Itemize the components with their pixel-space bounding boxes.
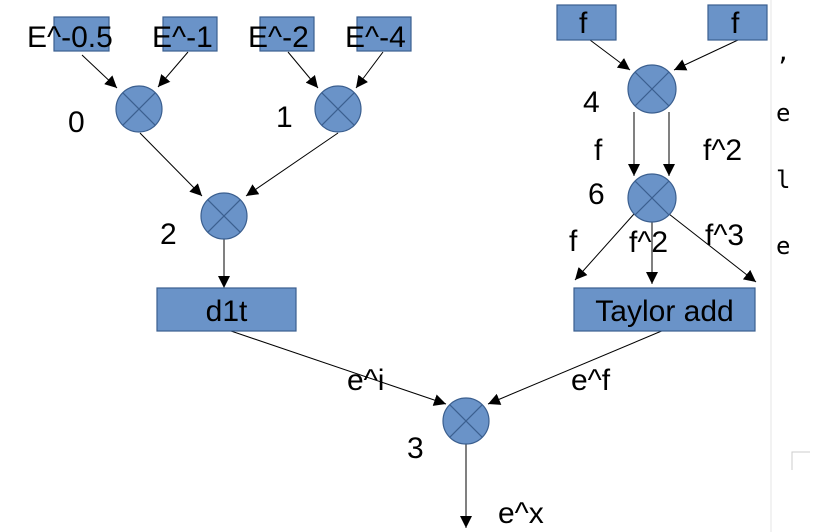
input-box-e05 bbox=[53, 16, 110, 52]
edge-label-f-out: f bbox=[569, 225, 578, 258]
input-e05: E^-0.5 bbox=[27, 16, 113, 54]
input-e4: E^-4 bbox=[345, 16, 412, 54]
node-label-3: 3 bbox=[407, 432, 424, 465]
edge-0-to-2 bbox=[139, 132, 203, 197]
side-text-0: , bbox=[776, 38, 790, 66]
box-taylor-add: Taylor add bbox=[573, 287, 756, 332]
side-text-3: e bbox=[776, 232, 790, 260]
side-text-1: e bbox=[776, 99, 790, 127]
box-d1t: d1t bbox=[156, 287, 297, 332]
input-f-left: f bbox=[556, 4, 617, 41]
node-label-2: 2 bbox=[160, 218, 177, 251]
edge-label-ef: e^f bbox=[571, 364, 611, 397]
edge-taylor-to-3 bbox=[487, 329, 665, 405]
taylor-add-label: Taylor add bbox=[595, 295, 733, 328]
node-4: 4 bbox=[583, 64, 677, 119]
edge-f-to-4-right bbox=[673, 39, 739, 71]
input-label-f-right: f bbox=[731, 7, 740, 40]
edge-label-f-to-6: f bbox=[594, 134, 603, 167]
input-box-e4 bbox=[356, 16, 412, 52]
node-3: 3 bbox=[407, 397, 490, 465]
edge-f-to-4 bbox=[589, 39, 631, 71]
node-6: 6 bbox=[588, 173, 677, 223]
multiply-icon bbox=[314, 85, 362, 133]
node-label-1: 1 bbox=[276, 101, 293, 134]
edge-label-f2-out: f^2 bbox=[629, 226, 668, 259]
input-box-e2 bbox=[259, 16, 315, 52]
input-label-e4: E^-4 bbox=[345, 21, 406, 54]
d1t-box bbox=[156, 287, 297, 332]
node-0: 0 bbox=[68, 85, 163, 139]
edge-e2-to-1 bbox=[287, 51, 319, 89]
corner-mark bbox=[791, 451, 810, 470]
edge-1-to-2 bbox=[245, 132, 339, 197]
input-label-e05: E^-0.5 bbox=[27, 21, 113, 54]
edge-label-f3-out: f^3 bbox=[705, 219, 744, 252]
multiply-icon bbox=[115, 85, 163, 133]
input-e2: E^-2 bbox=[248, 16, 315, 54]
node-label-4: 4 bbox=[583, 86, 600, 119]
side-text-2: l bbox=[776, 166, 790, 194]
input-box-e1 bbox=[162, 16, 218, 52]
multiply-icon bbox=[200, 192, 248, 240]
input-label-e2: E^-2 bbox=[248, 21, 309, 54]
edge-label-ex: e^x bbox=[498, 497, 544, 530]
input-e1: E^-1 bbox=[152, 16, 218, 54]
node-label-6: 6 bbox=[588, 178, 605, 211]
edge-6-to-taylor-f3 bbox=[668, 213, 757, 283]
edge-6-to-taylor-f bbox=[574, 213, 635, 281]
input-f-right: f bbox=[707, 4, 768, 41]
input-box-f-right bbox=[707, 4, 768, 41]
multiply-icon bbox=[627, 64, 677, 114]
edges bbox=[81, 39, 757, 528]
d1t-label: d1t bbox=[206, 295, 248, 328]
node-label-0: 0 bbox=[68, 106, 85, 139]
input-box-f-left bbox=[556, 4, 617, 41]
input-label-f-left: f bbox=[579, 7, 588, 40]
taylor-add-box bbox=[573, 287, 756, 332]
edge-e1-to-0 bbox=[157, 51, 189, 88]
edge-label-ei: e^i bbox=[347, 364, 384, 397]
edge-d1t-to-3 bbox=[227, 329, 447, 406]
node-2: 2 bbox=[160, 192, 248, 251]
node-1: 1 bbox=[276, 85, 362, 134]
edge-e4-to-1 bbox=[355, 51, 384, 89]
edge-label-f2-to-6: f^2 bbox=[703, 134, 742, 167]
multiply-icon bbox=[442, 397, 490, 445]
input-label-e1: E^-1 bbox=[152, 21, 213, 54]
multiply-icon bbox=[627, 173, 677, 223]
edge-e05-to-0 bbox=[81, 54, 118, 89]
